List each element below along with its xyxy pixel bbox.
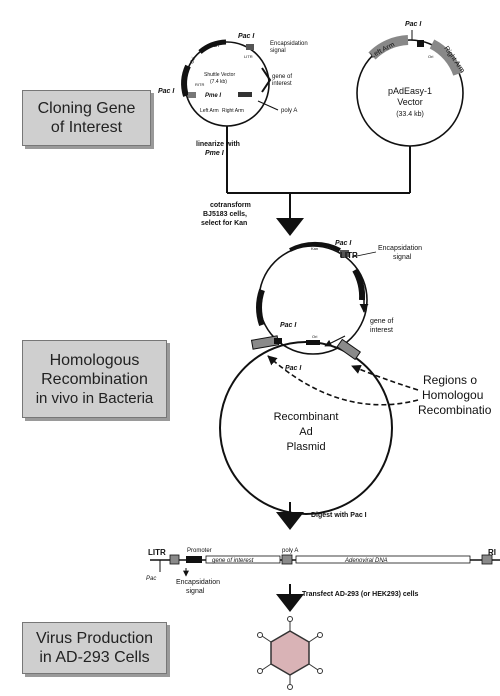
- linear-polya: poly A: [282, 548, 298, 554]
- recombination-map: Pac I LITR Encapsidation signal Kan Ori …: [219, 240, 492, 515]
- litr-lower-box: [188, 92, 196, 98]
- linear-gene: gene of interest: [212, 558, 254, 564]
- shuttle-polya-label: poly A: [281, 108, 297, 114]
- ori-segment: [181, 64, 191, 97]
- stage-cloning-line-2: of Interest: [50, 119, 123, 136]
- recombinant-line-1: Recombinant: [274, 411, 339, 423]
- linear-encapsidation-2: signal: [186, 588, 205, 595]
- linear-pac: Pac: [146, 576, 156, 582]
- region-arrow-1: [351, 364, 419, 391]
- rec-pac1-top: Pac I: [335, 240, 352, 247]
- regions-line-1: Regions o: [423, 373, 477, 387]
- litr-box-mid: [340, 250, 349, 257]
- stage-cloning-box: Cloning Gene of Interest: [22, 90, 151, 146]
- regions-line-2: Homologou: [422, 388, 483, 402]
- rec-encapsidation-1: Encapsidation: [378, 245, 422, 252]
- stage-recombination-box: Homologous Recombination in vivo in Bact…: [22, 340, 167, 418]
- ritr-linear-box: [481, 554, 493, 565]
- linear-promoter: Promoter: [187, 548, 212, 554]
- padeasy-ori-label: Ori: [428, 54, 433, 59]
- padeasy-left-arm-arc: [368, 35, 409, 60]
- gene-linear-box: [205, 555, 281, 564]
- virus-capsid: [270, 630, 310, 676]
- padeasy-pac1-label: Pac I: [405, 21, 422, 28]
- cotransform-connector: linearize with Pme I cotransform BJ5183 …: [196, 126, 411, 236]
- padeasy-right-arm-arc: [429, 39, 463, 76]
- rec-pac1-mid: Pac I: [280, 322, 297, 329]
- shuttle-ori-label: Ori: [189, 56, 197, 64]
- rec-kan: Kan: [311, 246, 318, 251]
- linear-adenoviral: Adenoviral DNA: [344, 558, 388, 564]
- stage-recombination-line-2: Recombination: [41, 370, 148, 388]
- linear-encapsidation-1: Encapsidation: [176, 579, 220, 586]
- recombinant-line-3: Plasmid: [286, 441, 325, 453]
- linear-map: LITR RI Pac Promoter gene of interest po…: [146, 548, 500, 595]
- rec-pac1-low: Pac I: [285, 365, 302, 372]
- digest-label: Digest with Pac I: [311, 512, 367, 519]
- pac-box-mid: [274, 338, 282, 344]
- transfect-label: Transfect AD-293 (or HEK293) cells: [302, 591, 419, 598]
- rec-ori2: Ori: [312, 334, 317, 339]
- kan-arc: [289, 241, 341, 252]
- regions-line-3: Recombinatio: [418, 403, 492, 417]
- polya-box: [238, 92, 252, 97]
- kan-segment: [198, 39, 227, 54]
- linear-ritr: RI: [488, 548, 496, 557]
- cotransform-label-3: select for Kan: [201, 220, 247, 227]
- linearize-label-1: linearize with: [196, 141, 240, 148]
- shuttle-pac1-left-label: Pac I: [158, 88, 175, 95]
- gene-wedge: [261, 67, 272, 93]
- shuttle-pme1-label: Pme I: [205, 93, 221, 99]
- adenoviral-linear-box: [295, 555, 471, 564]
- adenovirus-particle: [257, 616, 323, 690]
- digest-arrow: [276, 512, 304, 530]
- rec-gene-2: interest: [370, 327, 393, 334]
- stage-virus-line-2: in AD-293 Cells: [39, 649, 150, 666]
- shuttle-right-arm-label: Right Arm: [222, 108, 244, 114]
- shuttle-litr-label: LITR: [244, 54, 253, 59]
- region-arrow-2: [267, 355, 419, 406]
- rec-litr: LITR: [340, 251, 358, 260]
- transfect-step: Transfect AD-293 (or HEK293) cells: [276, 584, 419, 612]
- shuttle-vector-name: Shuttle Vector: [204, 72, 235, 78]
- padeasy-type: Vector: [397, 97, 423, 107]
- ori-box-mid: [306, 340, 320, 345]
- padeasy-size: (33.4 kb): [396, 111, 424, 118]
- cotransform-label-2: BJ5183 cells,: [203, 211, 247, 218]
- shuttle-pac1-label: Pac I: [238, 33, 255, 40]
- padeasy-ori-box: [417, 40, 424, 47]
- shuttle-kan-label: Kan: [210, 43, 219, 49]
- shuttle-left-arm-label: Left Arm: [200, 108, 219, 114]
- recombinant-line-2: Ad: [299, 426, 312, 438]
- encapsidation-linear-box: [186, 556, 202, 563]
- rec-gene-1: gene of: [370, 318, 393, 325]
- linearize-label-2: Pme I: [205, 150, 225, 157]
- stage-cloning-line-1: Cloning Gene: [37, 100, 136, 117]
- rec-encapsidation-2: signal: [393, 254, 412, 261]
- digest-step: Digest with Pac I: [276, 502, 367, 530]
- litr-box: [246, 44, 254, 50]
- litr-linear-box: [169, 554, 180, 565]
- linear-litr: LITR: [148, 548, 166, 557]
- shuttle-ritr-label: RITR: [195, 82, 204, 87]
- stage-virus-line-1: Virus Production: [35, 630, 154, 647]
- padeasy-name: pAdEasy-1: [388, 86, 432, 96]
- stage-recombination-line-3: in vivo in Bacteria: [35, 389, 154, 407]
- shuttle-vector-size: (7.4 kb): [210, 79, 227, 85]
- gene-arc: [352, 268, 366, 301]
- stage-virus-box: Virus Production in AD-293 Cells: [22, 622, 167, 674]
- padeasy-vector-map: Pac I Left Arm Right Arm Ori pAdEasy-1 V…: [356, 21, 466, 147]
- transfect-arrow: [276, 594, 304, 612]
- cotransform-arrow: [276, 218, 304, 236]
- ori-arc: [256, 289, 265, 326]
- polya-linear-box: [281, 554, 293, 565]
- right-arm-block: [336, 338, 362, 361]
- cotransform-label-1: cotransform: [210, 202, 251, 209]
- rec-ori: Ori: [258, 294, 265, 303]
- stage-recombination-line-1: Homologous: [49, 351, 140, 369]
